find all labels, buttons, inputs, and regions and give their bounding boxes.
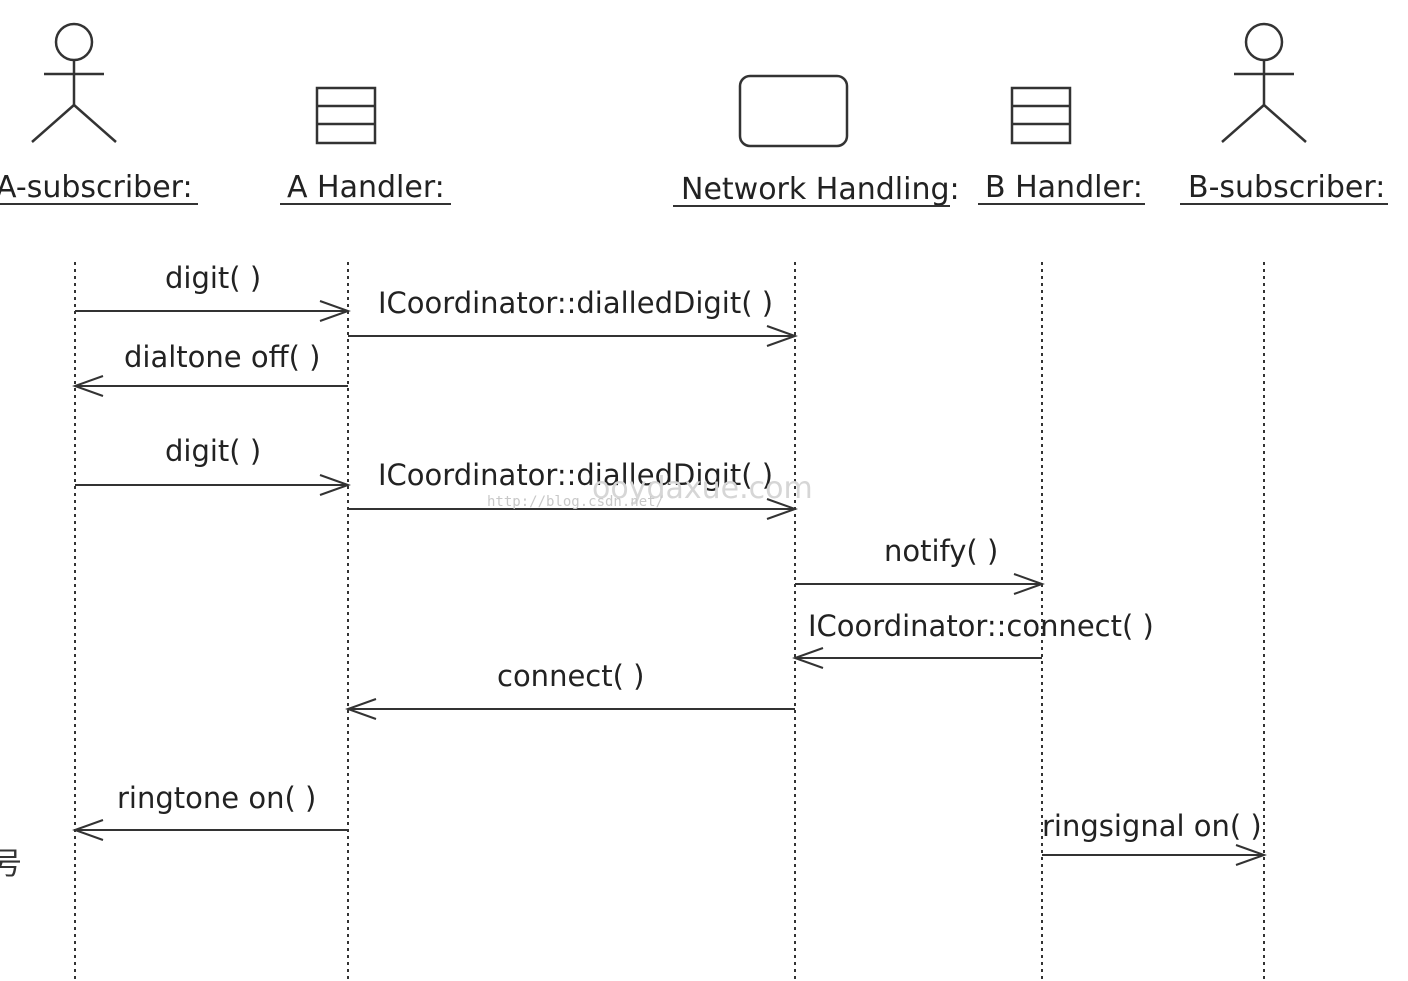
arrowhead-icon (1013, 573, 1045, 595)
message-label: connect( ) (497, 659, 644, 693)
cropped-edge-glyph: 号 (0, 847, 22, 882)
message-label: ICoordinator::dialledDigit( ) (378, 458, 773, 492)
arrowhead-icon (792, 647, 824, 669)
arrowhead-icon (319, 474, 351, 496)
arrowhead-icon (72, 819, 104, 841)
actor-icon (31, 22, 117, 143)
boundary-icon (738, 74, 849, 148)
participant-label-a-subscriber: A-subscriber: (0, 170, 193, 205)
message: digit( ) (75, 434, 351, 496)
arrowhead-icon (766, 498, 798, 520)
participant-label-a-handler: A Handler: (287, 170, 445, 205)
message: digit( ) (75, 261, 351, 322)
participant-label-b-handler: B Handler: (985, 170, 1143, 205)
message-label: ICoordinator::dialledDigit( ) (378, 286, 773, 320)
message: connect( ) (345, 659, 795, 720)
message-label: digit( ) (165, 434, 261, 468)
object-icon (315, 86, 377, 145)
message-label: ringtone on( ) (117, 781, 316, 815)
arrowhead-icon (72, 375, 104, 397)
participant-label-b-subscriber: B-subscriber: (1188, 170, 1385, 205)
watermark-url: http://blog.csdn.net/ (487, 494, 664, 510)
participant-heads (31, 22, 1307, 148)
message: notify( ) (795, 534, 1045, 595)
object-icon (1010, 86, 1072, 145)
message: dialtone off( ) (72, 340, 348, 397)
participant-labels: A-subscriber: A Handler: Network Handlin… (0, 170, 1388, 207)
message-label: ringsignal on( ) (1042, 809, 1262, 843)
arrowhead-icon (1235, 844, 1267, 866)
arrowhead-icon (766, 325, 798, 347)
message: ringtone on( ) (72, 781, 348, 841)
message: ICoordinator::dialledDigit( ) (348, 286, 798, 347)
participant-label-network-handling: Network Handling: (681, 172, 960, 207)
arrowhead-icon (345, 698, 377, 720)
watermark: ooydaxue.com http://blog.csdn.net/ (487, 471, 813, 510)
message-label: dialtone off( ) (124, 340, 320, 374)
arrowhead-icon (319, 300, 351, 322)
watermark-site: ooydaxue.com (592, 471, 813, 506)
message-label: digit( ) (165, 261, 261, 295)
message-label: notify( ) (884, 534, 998, 568)
actor-icon (1221, 22, 1307, 143)
lifelines (74, 262, 1265, 981)
messages: digit( )ICoordinator::dialledDigit( )dia… (72, 261, 1267, 866)
message: ICoordinator::dialledDigit( ) (348, 458, 798, 520)
message: ringsignal on( ) (1042, 809, 1267, 866)
message: ICoordinator::connect( ) (792, 609, 1154, 669)
message-label: ICoordinator::connect( ) (808, 609, 1154, 643)
